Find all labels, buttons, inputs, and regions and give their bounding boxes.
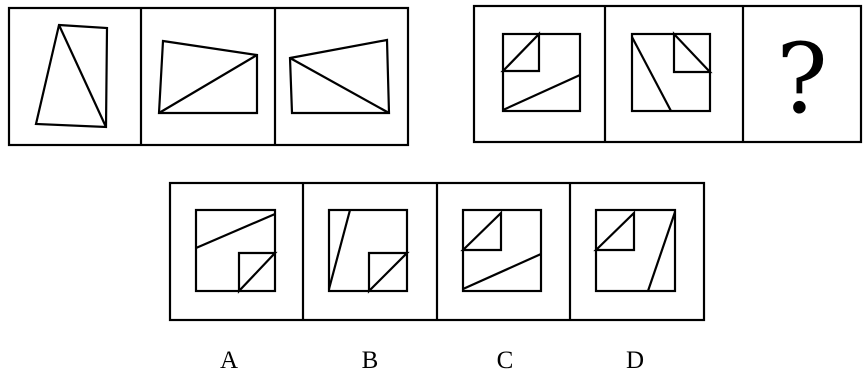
diagonal-line [462,252,542,291]
right-cell-1 [500,31,582,113]
right-cell-3: ? [776,23,827,135]
option-d-label[interactable]: D [626,347,644,374]
corner-triangle [593,210,636,252]
left-sequence-frame [7,6,410,147]
diagonal-line [502,73,581,112]
diagonal-line [646,211,677,292]
diagonal-line [327,209,352,290]
options-row: A B C D [168,181,706,374]
left-cell-2 [157,39,259,115]
right-cell-2 [630,31,713,113]
diagonal-line [195,212,276,250]
option-a-label[interactable]: A [220,347,238,374]
option-d-figure[interactable] [593,208,677,293]
left-sequence [7,6,410,147]
corner-triangle [237,251,278,294]
left-cell-3 [288,38,391,115]
right-sequence: ? [472,4,863,144]
diagonal-line [158,54,258,114]
quadrilateral-shape [34,23,109,129]
corner-triangle [460,210,503,252]
square-shape [194,208,277,293]
option-a-figure[interactable] [194,208,278,294]
option-c-figure[interactable] [460,208,543,293]
left-cell-1 [34,23,109,129]
corner-triangle [500,31,541,73]
diagonal-line [58,24,107,128]
corner-triangle [672,31,713,74]
corner-triangle [367,251,410,294]
diagonal-line [289,57,390,114]
option-b-label[interactable]: B [362,347,379,374]
quadrilateral-shape [288,38,391,115]
quadrilateral-shape [157,39,259,115]
right-sequence-frame [472,4,863,144]
option-b-figure[interactable] [327,208,410,294]
square-shape [501,32,582,113]
diagonal-line [631,36,672,112]
option-c-label[interactable]: C [497,347,514,374]
question-mark: ? [776,23,827,135]
